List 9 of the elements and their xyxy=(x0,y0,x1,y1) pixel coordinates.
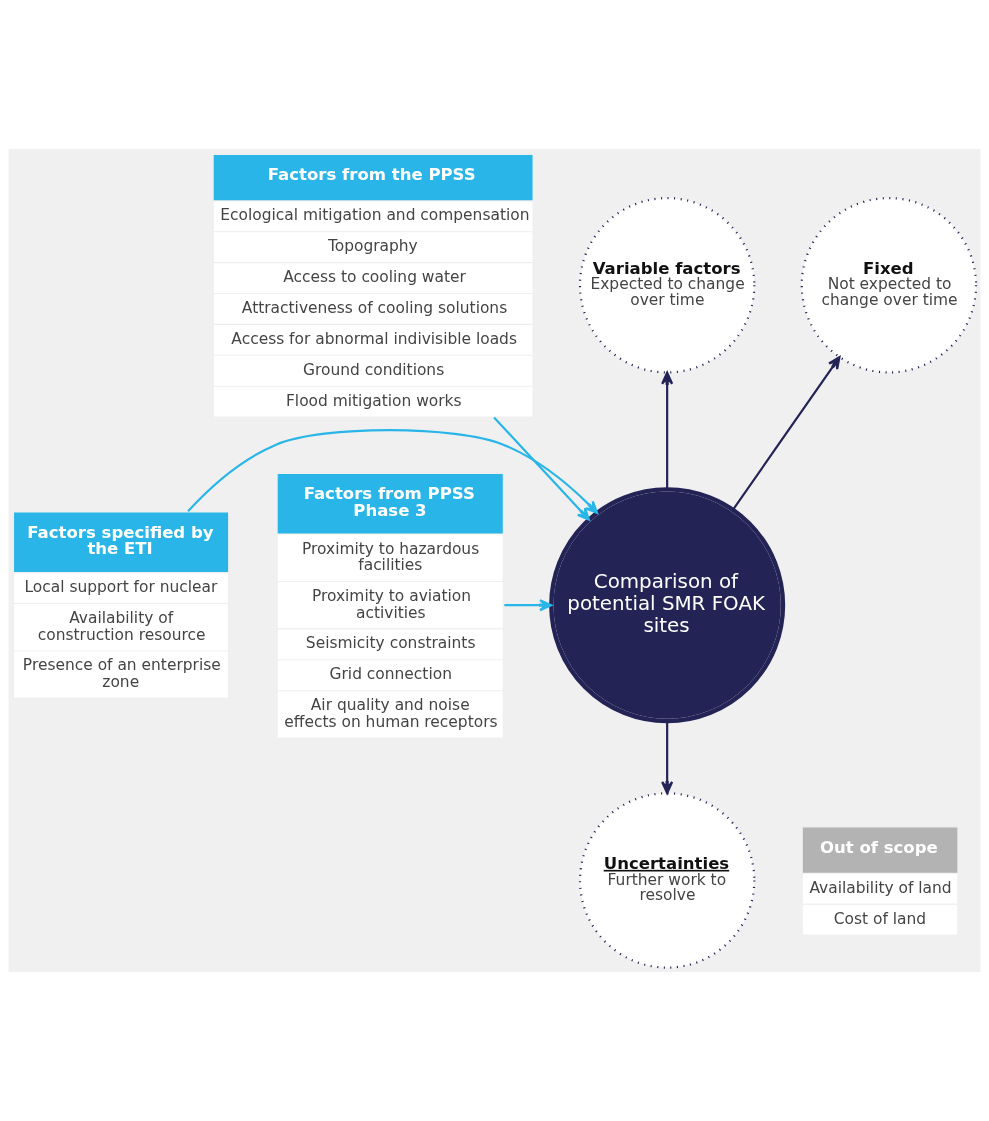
arrow xyxy=(661,371,674,490)
node-circle: Uncertainties Further work to resolve xyxy=(578,792,756,969)
arrow xyxy=(493,416,590,521)
arrow xyxy=(732,356,841,511)
node-circle: Comparison of potential SMR FOAK sites xyxy=(549,487,786,724)
arrow xyxy=(504,599,553,612)
arrow xyxy=(661,721,674,795)
node-circle: Variable factors Expected to change over time xyxy=(578,197,756,374)
arrow xyxy=(187,429,599,514)
